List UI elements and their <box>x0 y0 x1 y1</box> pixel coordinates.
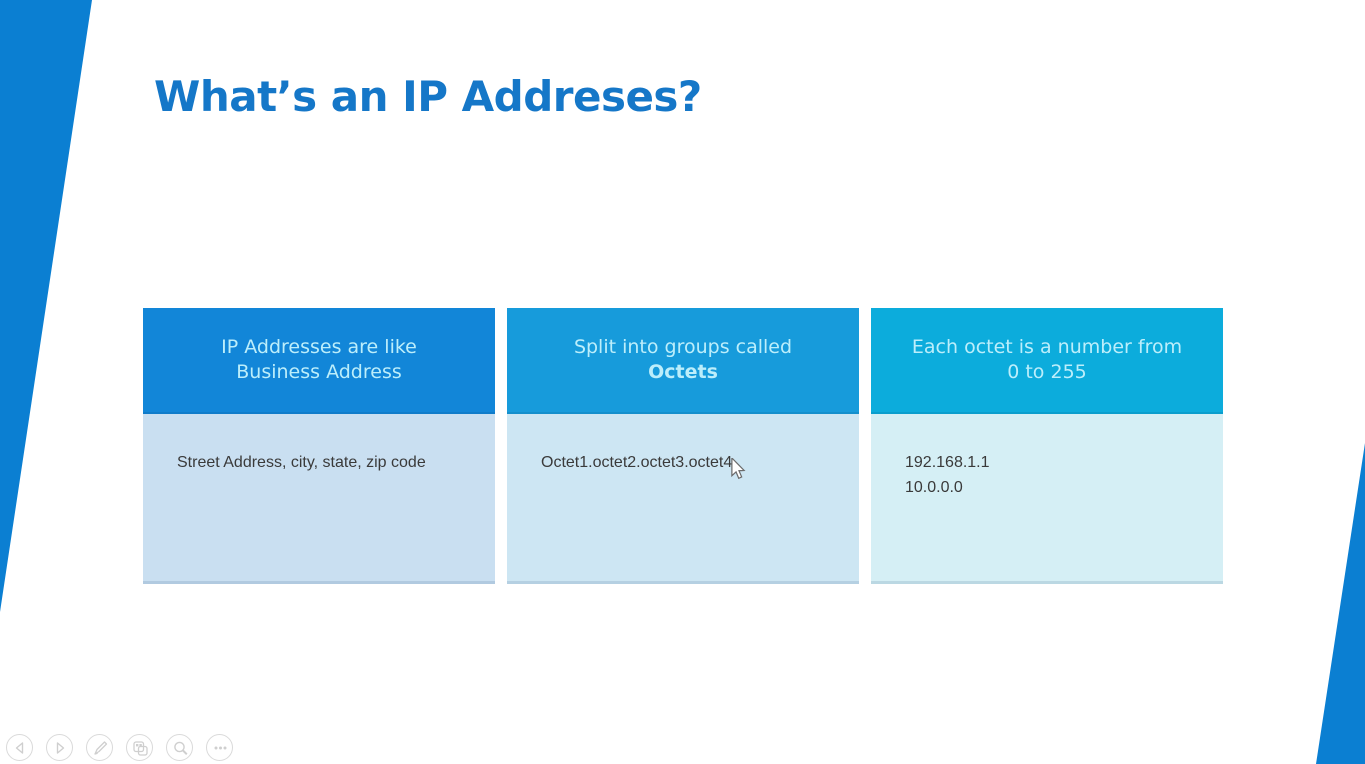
card-header: IP Addresses are like Business Address <box>143 308 495 414</box>
card-body-line1: Street Address, city, state, zip code <box>177 454 426 471</box>
card-header-line1: IP Addresses are like <box>221 336 417 358</box>
card-octet-range: Each octet is a number from 0 to 255 192… <box>871 308 1223 584</box>
more-options-icon <box>214 746 226 749</box>
card-body: Octet1.octet2.octet3.octet4 <box>507 414 859 584</box>
see-all-slides-button[interactable] <box>126 734 153 761</box>
cards-row: IP Addresses are like Business Address S… <box>143 308 1223 584</box>
slideshow-toolbar <box>6 734 233 761</box>
card-body: Street Address, city, state, zip code <box>143 414 495 584</box>
see-all-slides-icon <box>132 740 148 756</box>
zoom-magnifier-icon <box>173 741 188 755</box>
card-header-line2: Octets <box>648 361 718 383</box>
card-body-line2: 10.0.0.0 <box>905 479 963 496</box>
previous-slide-button[interactable] <box>6 734 33 761</box>
card-header: Each octet is a number from 0 to 255 <box>871 308 1223 414</box>
card-header-line1: Each octet is a number from <box>911 336 1183 358</box>
card-header-line2: 0 to 255 <box>1007 361 1087 383</box>
zoom-slide-button[interactable] <box>166 734 193 761</box>
card-header: Split into groups called Octets <box>507 308 859 414</box>
card-business-address: IP Addresses are like Business Address S… <box>143 308 495 584</box>
pen-annotate-button[interactable] <box>86 734 113 761</box>
card-header-line1: Split into groups called <box>573 336 793 358</box>
top-left-wedge <box>0 0 92 612</box>
next-slide-button[interactable] <box>46 734 73 761</box>
next-slide-arrow-icon <box>56 741 64 754</box>
more-options-button[interactable] <box>206 734 233 761</box>
card-body: 192.168.1.1 10.0.0.0 <box>871 414 1223 584</box>
card-header-line2: Business Address <box>236 361 402 383</box>
previous-slide-arrow-icon <box>15 741 23 754</box>
card-body-line1: 192.168.1.1 <box>905 454 990 471</box>
card-octets: Split into groups called Octets Octet1.o… <box>507 308 859 584</box>
pen-icon <box>93 740 107 755</box>
bottom-right-wedge <box>1316 443 1365 764</box>
card-body-line1: Octet1.octet2.octet3.octet4 <box>541 454 733 471</box>
slide-title: What’s an IP Addreses? <box>154 72 702 121</box>
